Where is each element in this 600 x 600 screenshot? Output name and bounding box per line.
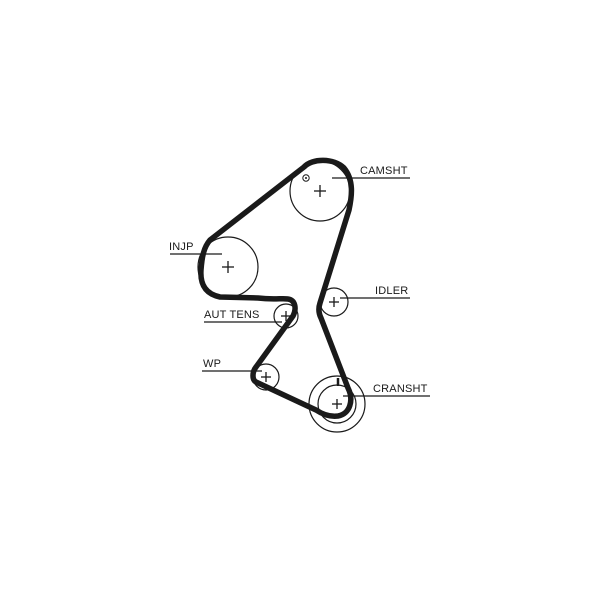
camshaft-label: CAMSHT xyxy=(360,165,408,177)
crankshaft-label: CRANSHT xyxy=(373,383,428,395)
timing-belt xyxy=(198,157,355,419)
injection-pump-label: INJP xyxy=(169,241,194,253)
idler-label: IDLER xyxy=(375,285,408,297)
timing-mark-icon xyxy=(302,174,310,182)
crankshaft-pulley xyxy=(308,375,366,433)
water-pump-label: WP xyxy=(203,358,221,370)
auto-tensioner-label: AUT TENS xyxy=(204,309,260,321)
